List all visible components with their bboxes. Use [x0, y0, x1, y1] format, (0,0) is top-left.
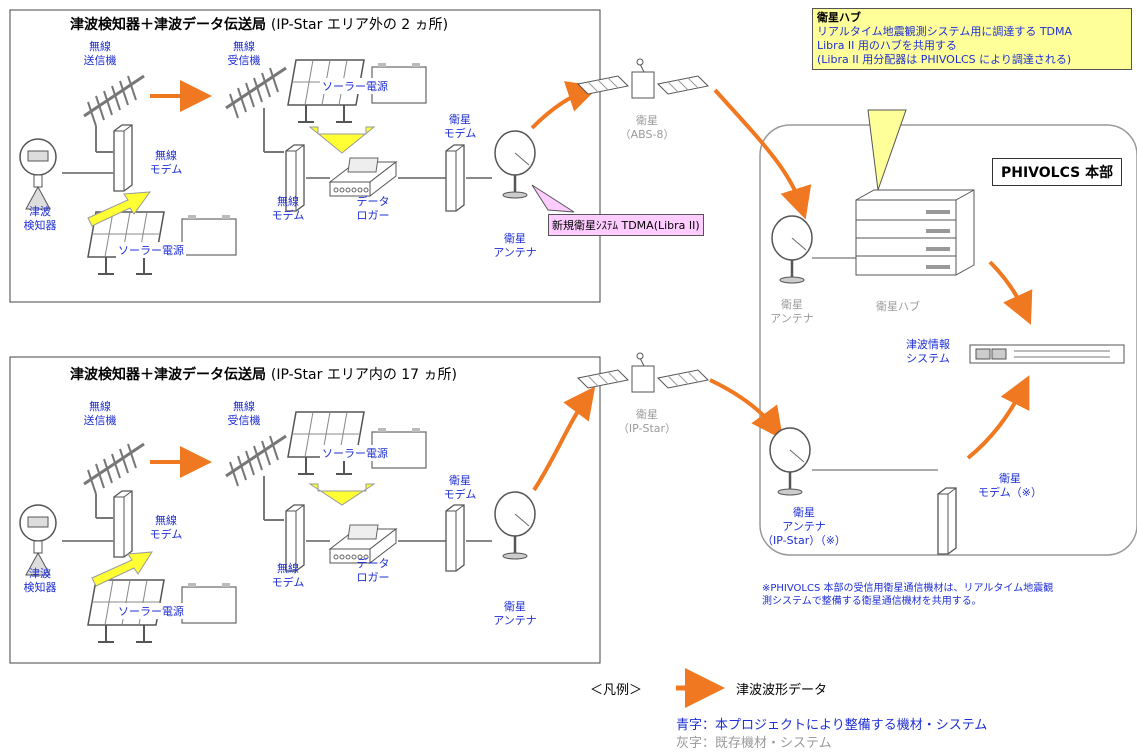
hub-callout: 衛星ハブ リアルタイム地震観測システム用に調達する TDMA Libra II … — [812, 8, 1132, 70]
bottom-detector-label: 津波 検知器 — [23, 567, 57, 594]
hq-modem-label: 衛星 モデム（※） — [978, 472, 1042, 499]
top-rx-label: 無線 受信機 — [227, 40, 261, 67]
top-solar-label-2: ソーラー電源 — [116, 242, 186, 258]
bottom-solar-label-1: ソーラー電源 — [320, 445, 390, 461]
tdma-callout: 新規衛星ｼｽﾃﾑ TDMA(Libra II) — [548, 214, 704, 236]
station-bottom-title-bold: 津波検知器＋津波データ伝送局 — [70, 367, 266, 383]
top-modem-1-label: 無線 モデム — [149, 149, 183, 176]
satellite-ipstar-label: 衛星 （IP-Star） — [617, 408, 677, 435]
hq-tsunami-system-label: 津波情報 システム — [906, 338, 950, 365]
legend-gray-text: 灰字：既存機材・システム — [676, 736, 832, 751]
bottom-solar-label-2: ソーラー電源 — [116, 603, 186, 619]
hq-note: ※PHIVOLCS 本部の受信用衛星通信機材は、リアルタイム地震観 測システムで… — [762, 583, 1054, 607]
tdma-callout-tail — [531, 184, 575, 213]
legend-label: ＜凡例＞ — [590, 683, 643, 698]
hq-antenna-label: 衛星 アンテナ — [770, 298, 814, 325]
legend-arrow-text: 津波波形データ — [736, 683, 828, 698]
bottom-rx-label: 無線 受信機 — [227, 400, 261, 427]
bottom-modem-2-label: 無線 モデム — [271, 562, 305, 589]
hq-box — [759, 124, 1137, 556]
top-solar-label-1: ソーラー電源 — [320, 78, 390, 94]
station-bottom-title-sub: (IP-Star エリア内の 17 ヵ所) — [270, 367, 457, 383]
top-sat-antenna-label: 衛星 アンテナ — [493, 232, 537, 259]
top-detector-label: 津波 検知器 — [23, 205, 57, 232]
legend-blue-text: 青字：本プロジェクトにより整備する機材・システム — [676, 718, 988, 733]
bottom-modem-1-label: 無線 モデム — [149, 514, 183, 541]
top-modem-2-label: 無線 モデム — [271, 195, 305, 222]
hub-callout-body: リアルタイム地震観測システム用に調達する TDMA Libra II 用のハブを… — [817, 25, 1073, 66]
station-bottom-title: 津波検知器＋津波データ伝送局 (IP-Star エリア内の 17 ヵ所) — [70, 364, 457, 384]
station-top-title: 津波検知器＋津波データ伝送局 (IP-Star エリア外の 2 ヵ所) — [70, 14, 448, 34]
station-top-title-sub: (IP-Star エリア外の 2 ヵ所) — [270, 17, 449, 33]
tsunami-info-server — [969, 344, 1125, 364]
top-logger-label: データ ロガー — [356, 195, 390, 222]
satellite-abs8-label: 衛星 （ABS-8） — [619, 114, 675, 141]
station-top-title-bold: 津波検知器＋津波データ伝送局 — [70, 17, 266, 33]
bottom-tx-label: 無線 送信機 — [83, 400, 117, 427]
bottom-logger-label: データ ロガー — [356, 557, 390, 584]
bottom-sat-antenna-label: 衛星 アンテナ — [493, 600, 537, 627]
top-sat-modem-label: 衛星 モデム — [443, 113, 477, 140]
hub-callout-tail — [867, 109, 907, 191]
hq-antenna-ipstar-label: 衛星 アンテナ （IP-Star）（※） — [762, 506, 846, 547]
hub-callout-title: 衛星ハブ — [817, 11, 861, 24]
hq-title: PHIVOLCS 本部 — [992, 158, 1123, 186]
hub-rack — [855, 189, 975, 276]
hq-hub-label: 衛星ハブ — [876, 300, 920, 313]
bottom-sat-modem-label: 衛星 モデム — [443, 474, 477, 501]
top-tx-label: 無線 送信機 — [83, 40, 117, 67]
